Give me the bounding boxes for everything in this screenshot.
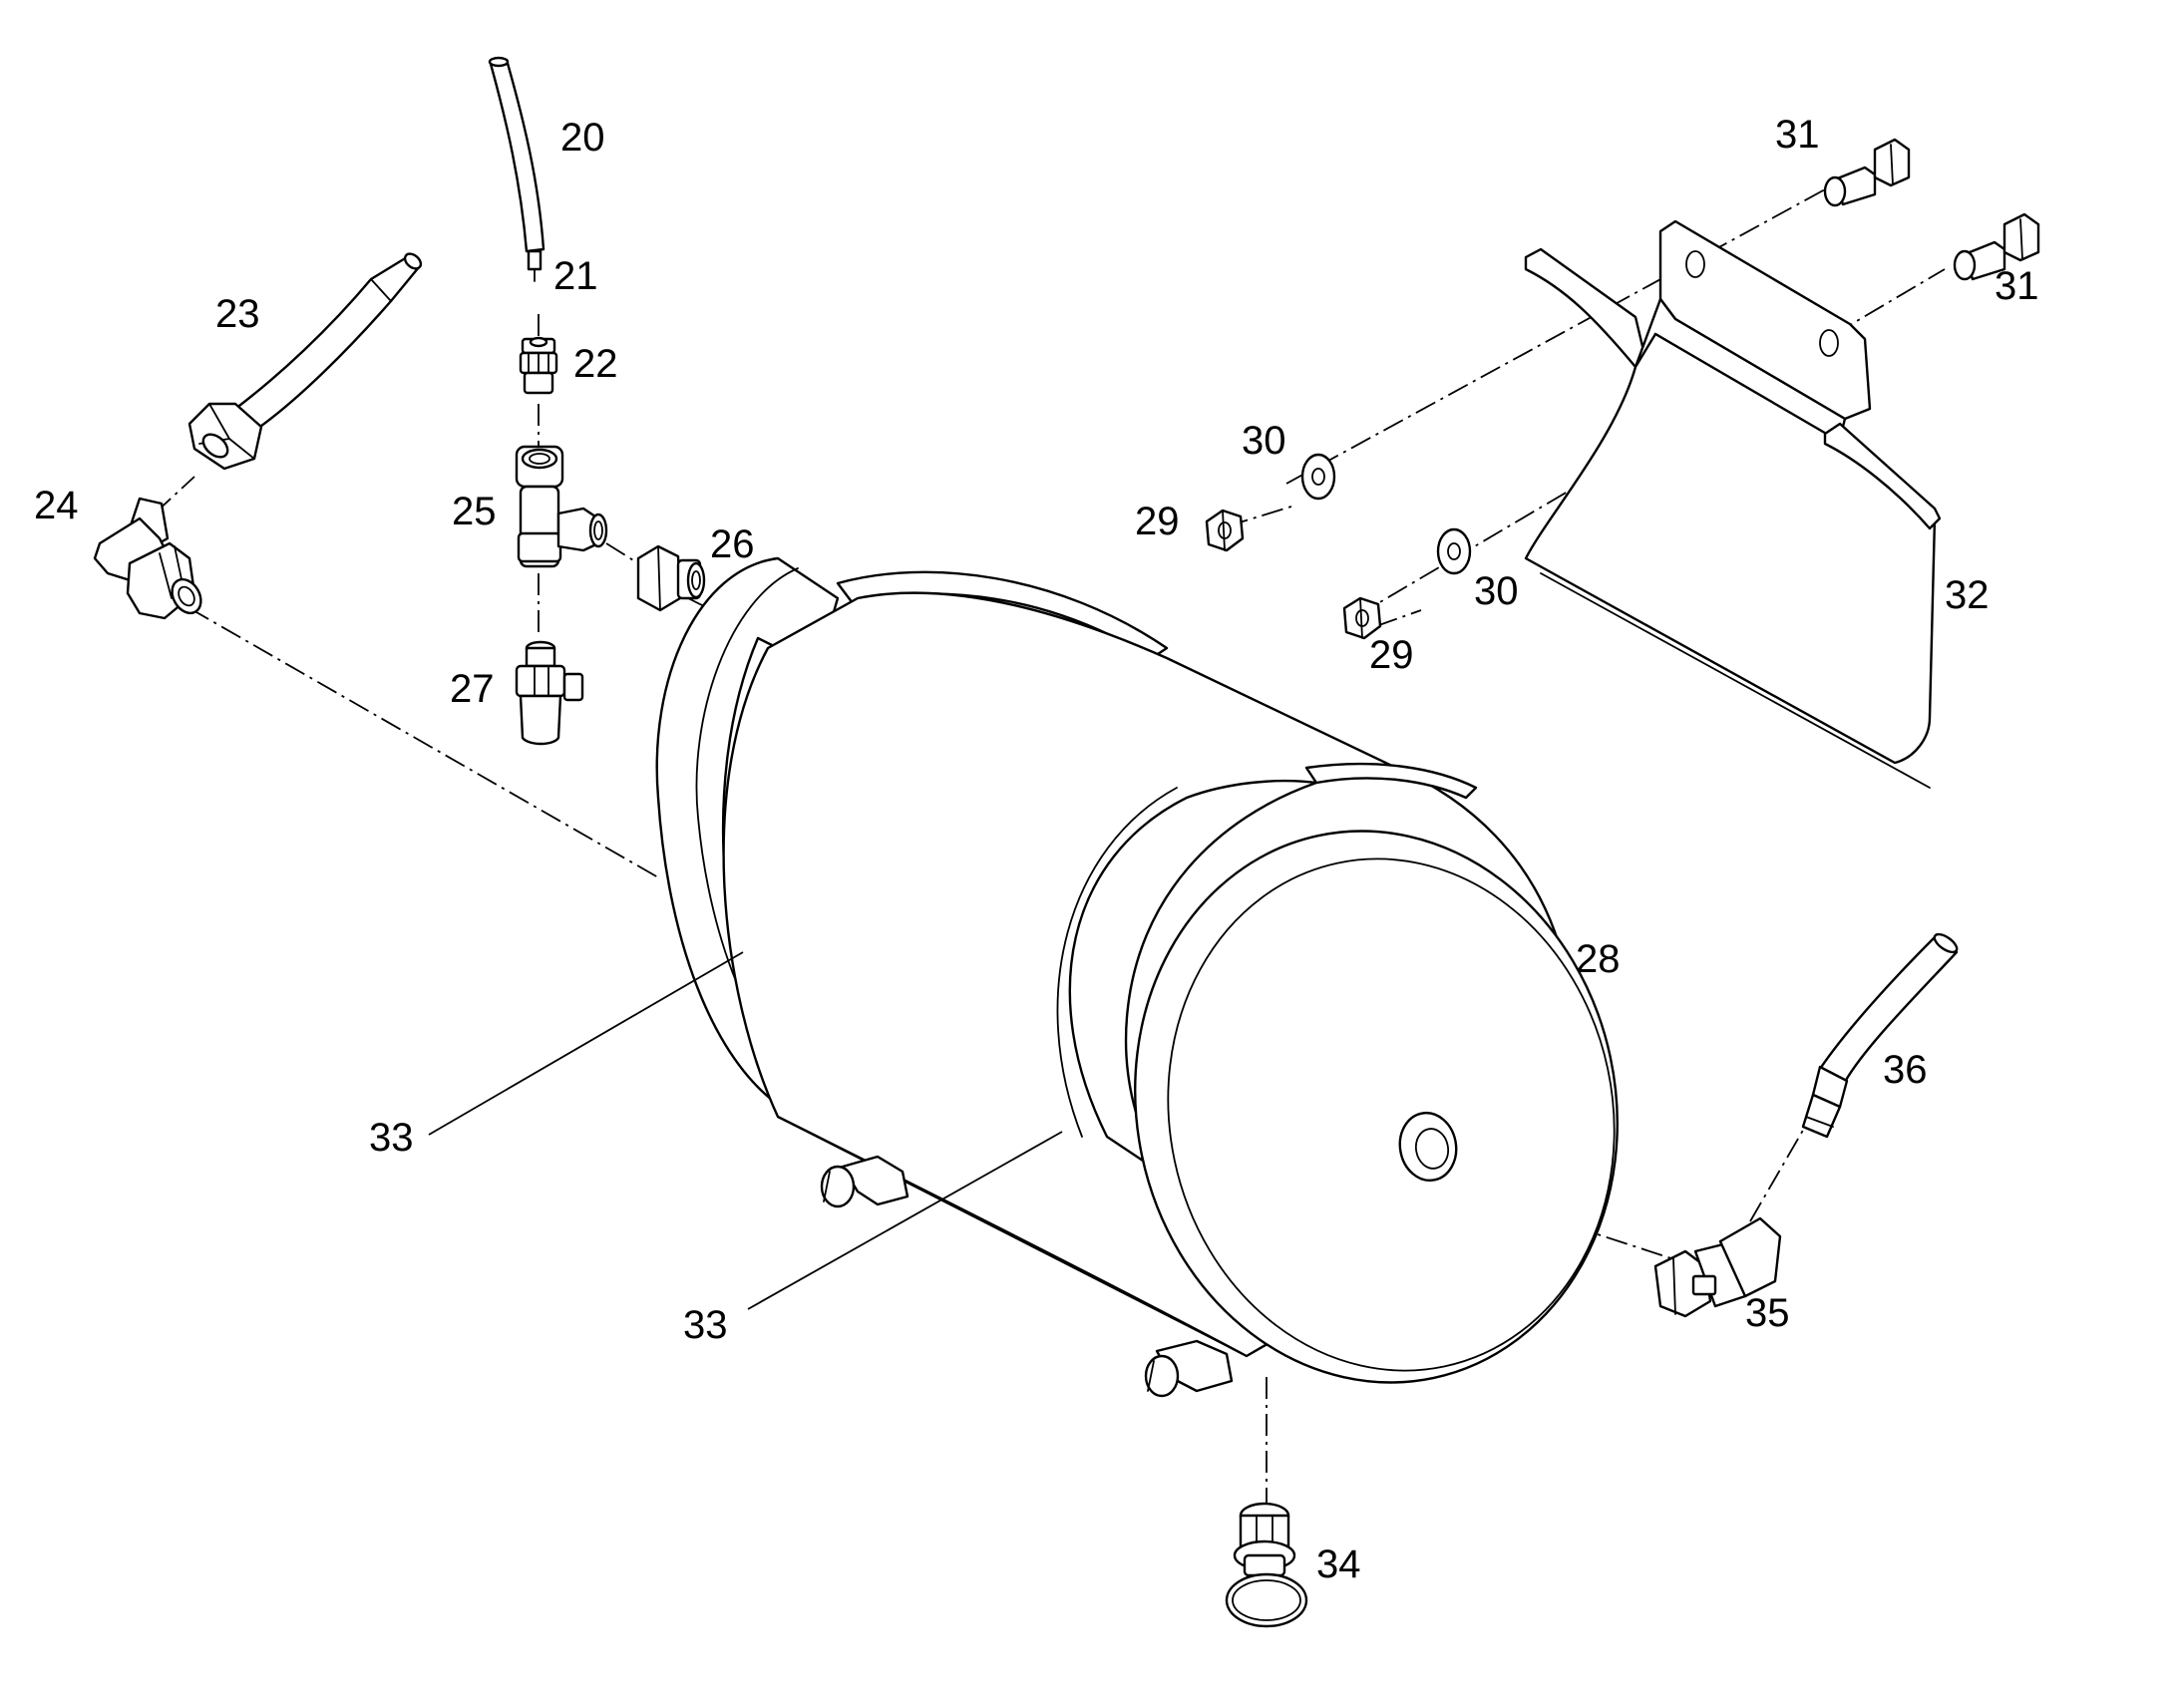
fitting-part-22: [519, 336, 558, 395]
callout-27: 27: [450, 667, 495, 711]
callout-31-lower: 31: [1995, 264, 2039, 308]
washer-part-30-upper: [1300, 453, 1336, 501]
callout-29-lower: 29: [1369, 633, 1414, 677]
callout-labels: 20 21 22 23 24 25 26 27 28 29 29 30 30 3…: [34, 113, 2039, 1586]
callout-25: 25: [452, 490, 497, 533]
callout-30-upper: 30: [1242, 419, 1286, 463]
callout-33-bottom: 33: [683, 1303, 728, 1347]
leader-lines: [428, 951, 1063, 1310]
callout-31-upper: 31: [1775, 113, 1820, 157]
callout-30-lower: 30: [1474, 569, 1519, 613]
callout-21: 21: [553, 254, 598, 298]
callout-29-upper: 29: [1135, 500, 1180, 543]
elbow-fitting-part-24: [93, 497, 202, 620]
callout-23: 23: [215, 292, 260, 336]
air-tank-part-28: [655, 556, 1619, 1384]
bolt-part-31-lower: [1953, 212, 2040, 281]
callout-32: 32: [1945, 573, 1990, 617]
callout-35: 35: [1745, 1291, 1790, 1335]
callout-26: 26: [710, 522, 755, 566]
callout-22: 22: [573, 342, 618, 386]
hose-part-36: [1801, 932, 1959, 1139]
nut-part-29-lower: [1342, 596, 1382, 640]
hose-part-20: [488, 56, 545, 282]
strap-bolt-rear: [820, 1155, 909, 1208]
callout-28: 28: [1576, 937, 1621, 981]
bolt-part-31-upper: [1823, 138, 1911, 207]
drain-plug-part-34: [1225, 1502, 1308, 1628]
washer-part-30-lower: [1436, 527, 1472, 575]
nut-part-29-upper: [1205, 509, 1245, 552]
mounting-bracket-part-32: [1524, 219, 1942, 789]
tee-fitting-part-25: [515, 445, 608, 568]
strap-bolt-front: [1144, 1339, 1234, 1398]
plug-part-26: [636, 544, 706, 612]
elbow-fitting-part-35: [1653, 1216, 1782, 1318]
callout-33-left: 33: [369, 1116, 414, 1160]
connector-part-27: [515, 640, 584, 746]
callout-34: 34: [1316, 1542, 1361, 1586]
hose-part-23: [187, 252, 423, 471]
callout-24: 24: [34, 484, 79, 527]
callout-36: 36: [1883, 1048, 1928, 1092]
callout-20: 20: [560, 116, 605, 160]
